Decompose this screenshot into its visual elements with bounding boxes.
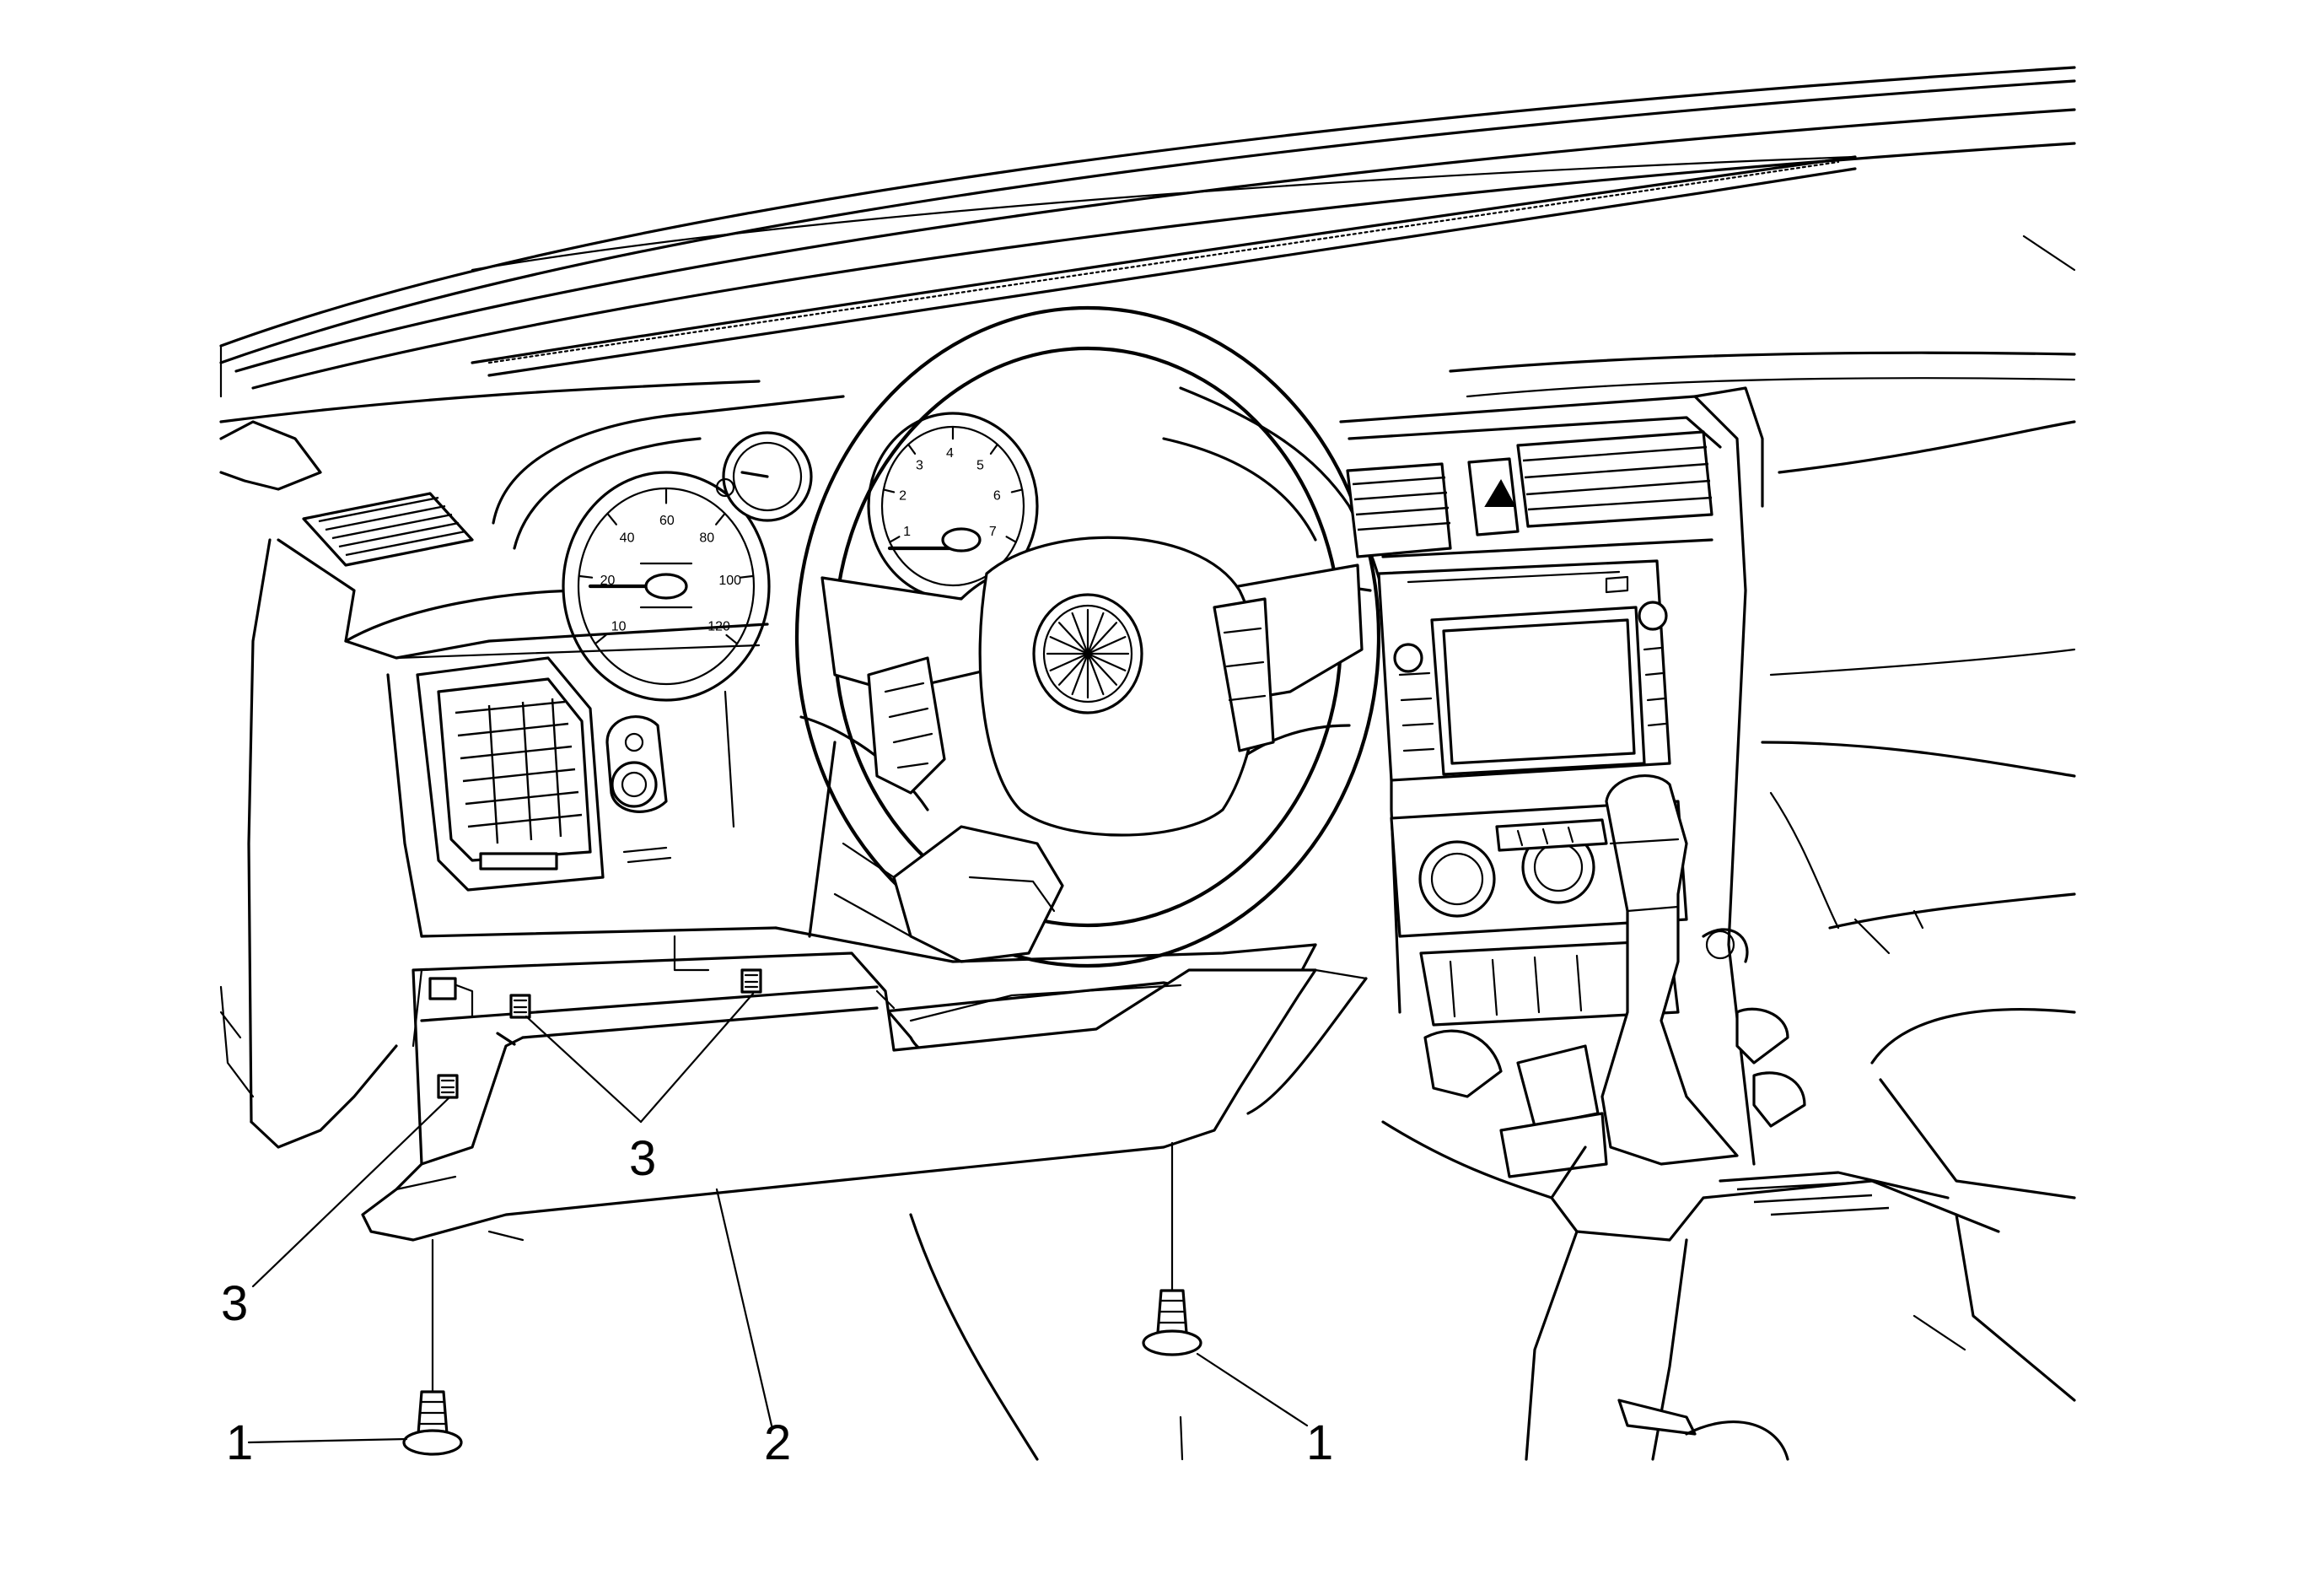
retainer-clips <box>437 968 762 1099</box>
gauge-tick <box>725 633 739 645</box>
fuel-gauge <box>715 431 813 522</box>
side-vent-outlet <box>302 492 474 567</box>
gauge-tick-label: 20 <box>600 574 616 588</box>
airbag-logo-ray <box>1057 622 1089 655</box>
center-console <box>1525 1145 2076 1461</box>
gear-shifter <box>1600 774 1749 1166</box>
airbag-logo-ray <box>1086 652 1127 671</box>
dash-top <box>219 66 2076 423</box>
gauge-tick-label: 10 <box>611 619 627 633</box>
callout-1-left: 1 <box>226 1415 253 1470</box>
steering-wheel <box>794 305 1381 968</box>
airbag-logo-ray <box>1086 636 1127 655</box>
callout-3-left: 3 <box>221 1276 248 1331</box>
gauge-tick-label: 3 <box>916 458 923 472</box>
clip-icon <box>437 1074 459 1099</box>
gauge-tick-label: 100 <box>718 574 741 588</box>
airbag-logo-ray <box>1086 652 1105 696</box>
fastener-icon <box>402 1238 463 1456</box>
airbag-logo-ray <box>1057 652 1089 686</box>
gauge-tick <box>989 443 998 455</box>
airbag-logo-ray <box>1086 612 1105 655</box>
gauge-tick <box>606 512 617 526</box>
airbag-logo-ray <box>1086 652 1118 686</box>
gauge-tick-label: 4 <box>946 446 954 461</box>
gauge-tick <box>594 633 607 645</box>
gauge-tick-label: 7 <box>989 525 997 539</box>
leader-lines <box>247 992 1309 1444</box>
airbag-logo-ray <box>1071 612 1089 655</box>
clip-icon <box>509 994 531 1019</box>
headlamp-switch <box>605 715 672 864</box>
gauge-tick-label: 40 <box>620 531 635 545</box>
passenger-dash <box>1693 386 2076 1199</box>
callout-3-center: 3 <box>629 1131 656 1186</box>
gauge-tick <box>715 512 726 526</box>
gauge-tick-label: 5 <box>976 458 984 472</box>
callout-1-right: 1 <box>1306 1415 1333 1470</box>
gauge-tick-label: 2 <box>899 489 906 504</box>
dash-left-panel <box>344 623 777 938</box>
airbag-logo-icon <box>1046 608 1130 699</box>
airbag-logo-ray <box>1049 652 1089 671</box>
airbag-logo-ray <box>1049 636 1089 655</box>
gauge-tick <box>739 574 755 579</box>
gauge-tick <box>1010 488 1024 493</box>
gauge-tick-label: 1 <box>903 525 911 539</box>
gauge-tick-label: 6 <box>993 489 1001 504</box>
gauge-tick <box>907 443 917 455</box>
gauge-tick <box>882 488 896 493</box>
airbag-logo-ray <box>1071 652 1089 696</box>
switch-bank <box>1419 939 1680 1178</box>
gauge-tick-label: 60 <box>659 514 675 528</box>
lower-trim-panel <box>361 935 1317 1242</box>
center-air-vents <box>1346 430 1713 558</box>
console-right-switches <box>1735 1007 1806 1128</box>
left-air-vent <box>416 656 605 892</box>
gauge-tick-label: 80 <box>699 531 714 545</box>
floor-lines <box>909 1120 1553 1461</box>
hazard-icon <box>1484 478 1516 507</box>
callout-2: 2 <box>764 1415 791 1470</box>
gauge-tick <box>889 536 901 543</box>
airbag-logo-ray <box>1086 622 1118 655</box>
gauge-tick <box>1005 536 1017 543</box>
gauge-tick <box>578 574 594 579</box>
fastener-icon <box>1142 1141 1202 1356</box>
clip-icon <box>740 968 762 994</box>
left-end-cap <box>219 420 398 1149</box>
navigation-screen <box>1398 606 1667 776</box>
